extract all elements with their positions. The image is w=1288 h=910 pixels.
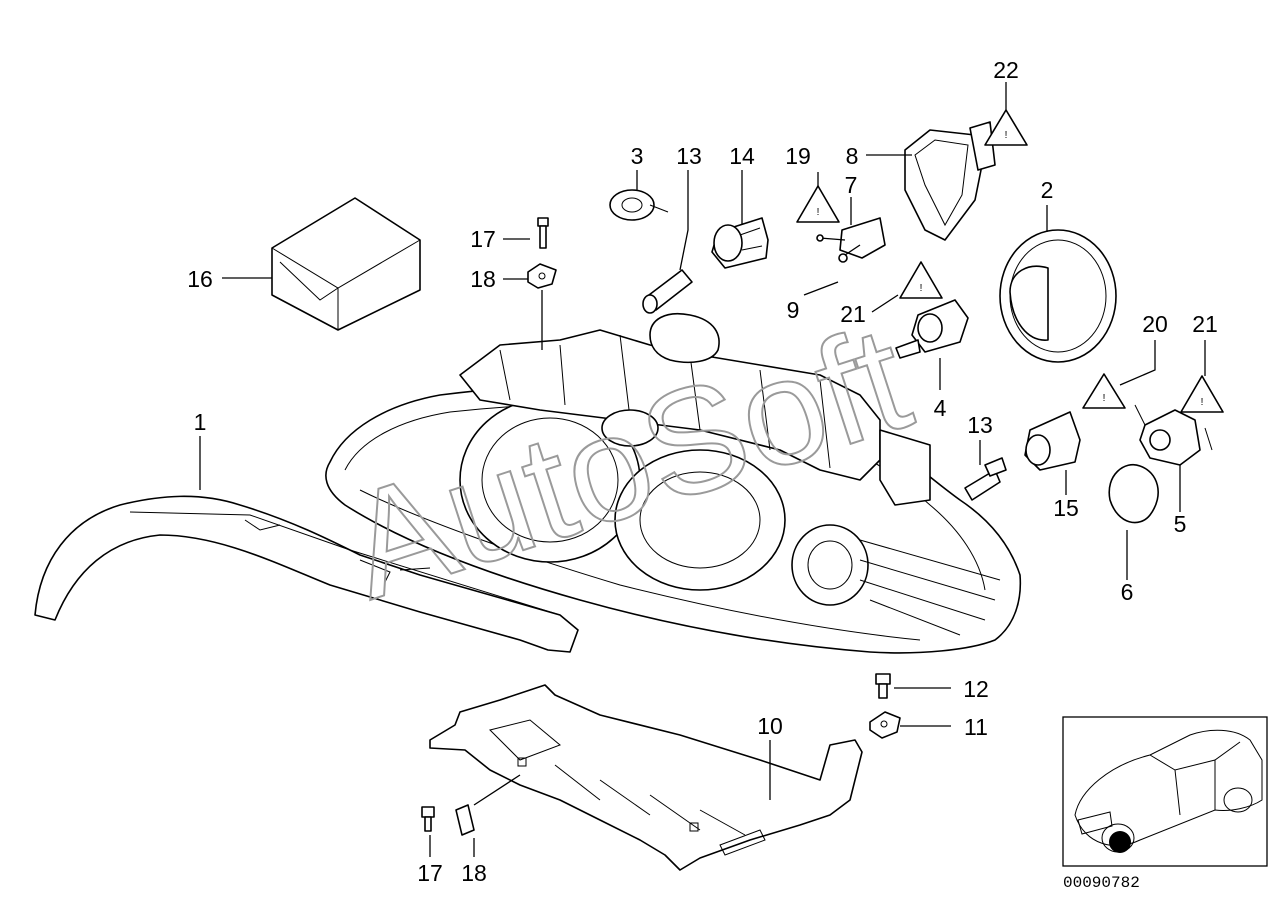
callout-11: 11 xyxy=(964,714,988,740)
callout-2: 2 xyxy=(1041,177,1054,203)
svg-text:!: ! xyxy=(1005,130,1008,141)
svg-text:!: ! xyxy=(920,283,923,294)
callout-17-upper: 17 xyxy=(470,226,496,252)
svg-text:!: ! xyxy=(1201,397,1204,408)
callout-18-lower: 18 xyxy=(461,860,487,886)
callout-8: 8 xyxy=(846,143,859,169)
part-14-bulb-socket xyxy=(711,217,769,269)
part-13-bulb-lower xyxy=(964,457,1007,501)
part-5-socket xyxy=(1134,404,1213,466)
callout-3: 3 xyxy=(631,143,644,169)
part-15-bulb-socket xyxy=(1024,411,1081,471)
callout-7: 7 xyxy=(845,172,858,198)
callout-17-lower: 17 xyxy=(417,860,443,886)
part-13-bulb-upper xyxy=(642,269,693,314)
callout-21-left: 21 xyxy=(840,301,866,327)
part-3-clip-ring xyxy=(609,189,669,221)
fasteners xyxy=(421,217,901,836)
callout-19: 19 xyxy=(785,143,811,169)
headlight-housing xyxy=(325,313,1022,654)
callout-15: 15 xyxy=(1053,495,1079,521)
callout-14: 14 xyxy=(729,143,755,169)
part-8-control-unit xyxy=(904,121,996,241)
part-10-lower-bracket xyxy=(429,684,863,871)
part-1-trim-strip xyxy=(34,495,579,653)
part-16-box xyxy=(271,197,421,331)
callout-9: 9 xyxy=(787,297,800,323)
callout-13-upper: 13 xyxy=(676,143,702,169)
callout-4: 4 xyxy=(934,395,947,421)
part-7-adjuster xyxy=(816,217,886,259)
callout-6: 6 xyxy=(1121,579,1134,605)
part-4-bulb xyxy=(895,299,969,359)
leader-lines xyxy=(199,82,1206,857)
callout-18-upper: 18 xyxy=(470,266,496,292)
callout-12: 12 xyxy=(963,676,989,702)
car-location-thumbnail xyxy=(1062,716,1268,867)
part-2-cover-cap xyxy=(999,229,1117,363)
part-9-screw xyxy=(838,244,861,263)
callout-22: 22 xyxy=(993,57,1019,83)
callout-21-right: 21 xyxy=(1192,311,1218,337)
callout-16: 16 xyxy=(187,266,213,292)
callout-20: 20 xyxy=(1142,311,1168,337)
callout-10: 10 xyxy=(757,713,783,739)
svg-text:!: ! xyxy=(1103,393,1106,404)
svg-text:!: ! xyxy=(817,207,820,218)
part-6-bulb xyxy=(1108,463,1159,524)
callout-13-lower: 13 xyxy=(967,412,993,438)
callout-5: 5 xyxy=(1174,511,1187,537)
callout-labels: 1 2 3 4 5 6 7 8 9 10 11 12 13 13 14 15 1… xyxy=(187,57,1218,886)
callout-1: 1 xyxy=(194,409,207,435)
diagram-code: 00090782 xyxy=(1063,874,1140,892)
warning-triangle-icon: ! ! ! ! ! xyxy=(796,109,1224,413)
